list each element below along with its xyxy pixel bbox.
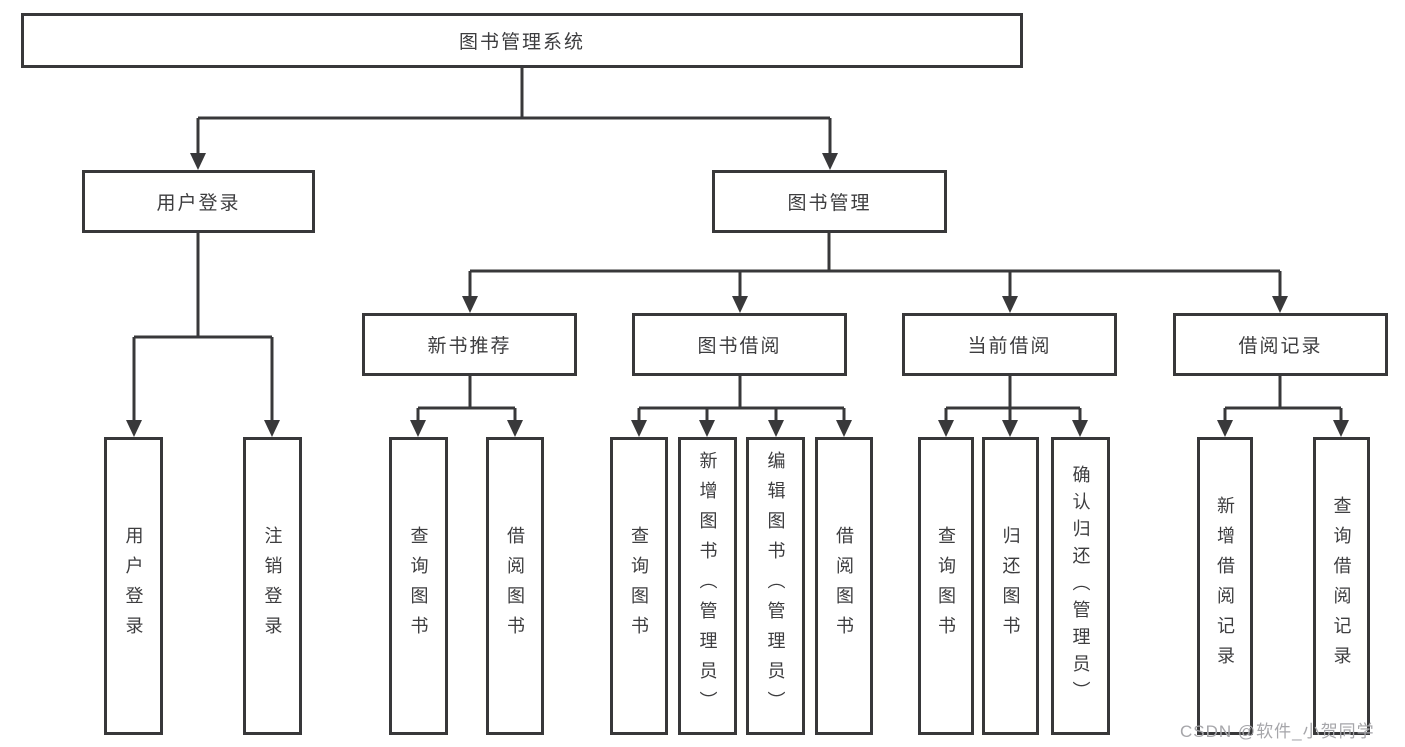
leaf-query-books-1: 查询图书 [389, 437, 448, 735]
leaf-edit-book-admin: 编辑图书（管理员） [746, 437, 805, 735]
leaf-query-books-2: 查询图书 [610, 437, 668, 735]
node-label: 编辑图书（管理员） [765, 451, 786, 721]
node-library-system: 图书管理系统 [21, 13, 1023, 68]
leaf-query-borrow-record: 查询借阅记录 [1313, 437, 1370, 735]
connector-borrowrecords-to-leaves [1217, 376, 1349, 437]
node-label: 借阅图书 [834, 526, 854, 646]
connector-userlogin-to-leaves [126, 233, 280, 437]
node-label: 确认归还（管理员） [1070, 464, 1091, 708]
node-label: 当前借阅 [967, 336, 1052, 357]
node-label: 用户登录 [123, 526, 144, 646]
leaf-borrow-books-1: 借阅图书 [486, 437, 544, 735]
leaf-add-borrow-record: 新增借阅记录 [1197, 437, 1253, 735]
node-label: 查询图书 [936, 526, 956, 646]
node-borrow-records: 借阅记录 [1173, 313, 1388, 376]
node-label: 图书管理 [787, 193, 872, 214]
node-label: 借阅记录 [1238, 336, 1323, 357]
leaf-query-books-3: 查询图书 [918, 437, 974, 735]
leaf-borrow-books-2: 借阅图书 [815, 437, 873, 735]
connector-newbookrec-to-leaves [410, 376, 523, 437]
node-label: 用户登录 [156, 193, 241, 214]
node-label: 新书推荐 [427, 336, 512, 357]
leaf-return-book: 归还图书 [982, 437, 1039, 735]
node-label: 新增图书（管理员） [697, 451, 718, 721]
leaf-user-login: 用户登录 [104, 437, 163, 735]
node-user-login-group: 用户登录 [82, 170, 315, 233]
node-book-management: 图书管理 [712, 170, 947, 233]
node-label: 查询图书 [408, 526, 429, 646]
leaf-logout: 注销登录 [243, 437, 302, 735]
node-label: 图书管理系统 [458, 32, 585, 53]
node-label: 图书借阅 [697, 336, 782, 357]
connector-root-to-level2 [190, 68, 838, 170]
connector-currentborrow-to-leaves [938, 376, 1088, 437]
node-new-book-recommend: 新书推荐 [362, 313, 577, 376]
node-label: 归还图书 [1000, 526, 1021, 646]
leaf-confirm-return-admin: 确认归还（管理员） [1051, 437, 1110, 735]
connector-bookmgmt-to-level3 [462, 233, 1288, 313]
leaf-add-book-admin: 新增图书（管理员） [678, 437, 737, 735]
node-current-borrow: 当前借阅 [902, 313, 1117, 376]
node-label: 注销登录 [262, 526, 283, 646]
node-label: 查询图书 [629, 526, 649, 646]
node-book-borrow: 图书借阅 [632, 313, 847, 376]
connector-bookborrow-to-leaves [631, 376, 852, 437]
csdn-watermark: CSDN @软件_小贺同学 [1180, 722, 1375, 741]
node-label: 新增借阅记录 [1215, 496, 1235, 676]
node-label: 借阅图书 [505, 526, 525, 646]
node-label: 查询借阅记录 [1331, 496, 1352, 676]
